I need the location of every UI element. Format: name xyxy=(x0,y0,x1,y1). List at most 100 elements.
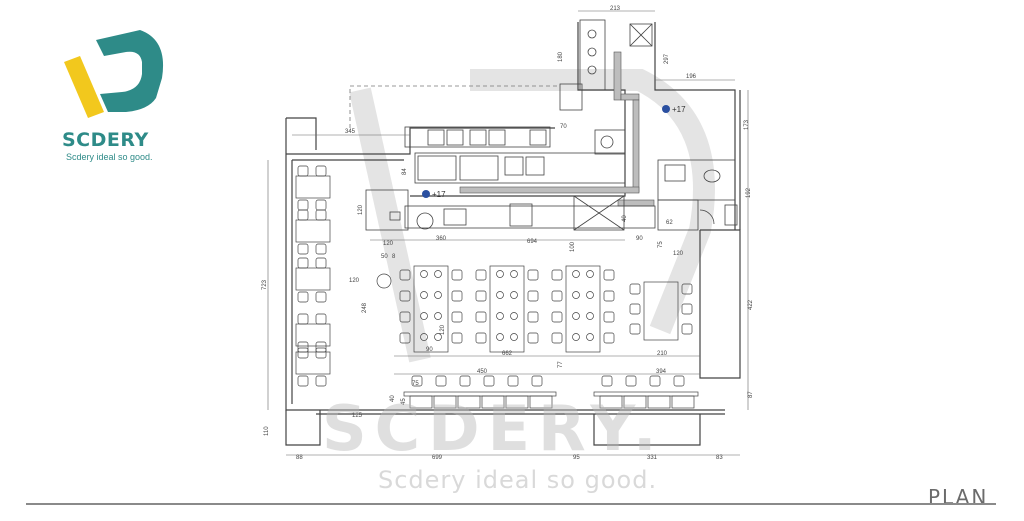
chair xyxy=(603,269,615,281)
chair xyxy=(297,199,309,211)
chair xyxy=(625,375,637,387)
table-seat xyxy=(434,333,442,341)
table-seat xyxy=(420,312,428,320)
table-seat xyxy=(510,291,518,299)
chair xyxy=(629,303,641,315)
table-seat xyxy=(496,270,504,278)
booth-table xyxy=(403,391,557,397)
baseline-rule xyxy=(26,503,996,505)
chair xyxy=(681,323,693,335)
dim-label: 450 xyxy=(477,369,488,375)
chair xyxy=(603,311,615,323)
chair xyxy=(603,290,615,302)
dim-label: 192 xyxy=(746,187,752,198)
table-seat xyxy=(510,270,518,278)
chair xyxy=(475,290,487,302)
chair xyxy=(475,332,487,344)
chair xyxy=(451,311,463,323)
brand-name: SCDERY xyxy=(62,129,149,151)
dim-label: 120 xyxy=(440,324,446,335)
table-seat xyxy=(572,333,580,341)
chair xyxy=(475,311,487,323)
dim-label: 83 xyxy=(716,455,723,461)
chair xyxy=(399,311,411,323)
chair xyxy=(527,269,539,281)
watermark-brand: SCDERY. xyxy=(322,392,665,465)
dim-label: 210 xyxy=(657,351,668,357)
dining-table xyxy=(489,265,525,353)
dim-label: 248 xyxy=(362,302,368,313)
chair xyxy=(315,375,327,387)
chair xyxy=(551,311,563,323)
dim-label: 110 xyxy=(264,426,270,436)
chair xyxy=(315,313,327,325)
chair xyxy=(297,313,309,325)
dim-label: 84 xyxy=(402,168,408,175)
chair xyxy=(315,341,327,353)
chair xyxy=(629,323,641,335)
dim-label: 125 xyxy=(352,413,363,419)
wall-outline xyxy=(285,22,741,446)
chair xyxy=(475,269,487,281)
dining-table xyxy=(643,281,679,341)
table-seat xyxy=(510,333,518,341)
dim-label: 75 xyxy=(412,381,419,387)
table-seat xyxy=(572,291,580,299)
dim-label: 662 xyxy=(502,351,513,357)
brand-tagline: Scdery ideal so good. xyxy=(66,152,153,162)
dim-label: 77 xyxy=(558,361,564,368)
dining-table xyxy=(295,323,331,347)
kitchen-hatch-wall xyxy=(459,51,655,207)
table-seat xyxy=(586,291,594,299)
brand-logo-mark xyxy=(64,30,164,118)
table-seat xyxy=(586,333,594,341)
dim-label: 180 xyxy=(558,51,564,62)
dim-label: 173 xyxy=(744,119,750,130)
logo-yellow-bar xyxy=(64,56,104,118)
chair xyxy=(315,243,327,255)
dining-table xyxy=(565,265,601,353)
chair xyxy=(531,375,543,387)
dim-label: 394 xyxy=(656,369,667,375)
pillar xyxy=(376,273,392,289)
table-seat xyxy=(420,333,428,341)
chair xyxy=(399,290,411,302)
dim-label: 331 xyxy=(647,455,658,461)
dining-table xyxy=(413,265,449,353)
chair xyxy=(601,375,613,387)
chair xyxy=(297,375,309,387)
chair xyxy=(315,347,327,359)
table-seat xyxy=(434,270,442,278)
logo-teal-d xyxy=(96,30,164,112)
chair xyxy=(399,269,411,281)
chair xyxy=(681,303,693,315)
dim-label: 723 xyxy=(262,279,268,290)
dim-label: 694 xyxy=(527,239,538,245)
dining-table xyxy=(295,219,331,243)
dim-label: 62 xyxy=(666,220,673,226)
chair xyxy=(315,209,327,221)
dim-label: 75 xyxy=(658,241,664,248)
chair xyxy=(551,269,563,281)
kitchen-counter xyxy=(404,126,656,231)
dashed-boundary xyxy=(349,85,560,128)
dim-label: 297 xyxy=(664,53,670,64)
dim-label: 345 xyxy=(345,129,356,135)
chair xyxy=(297,291,309,303)
dim-label: 87 xyxy=(748,391,754,398)
chair xyxy=(315,199,327,211)
level-value: +17 xyxy=(672,105,686,114)
chair xyxy=(459,375,471,387)
dim-label: 699 xyxy=(432,455,443,461)
dining-table xyxy=(295,351,331,375)
chair xyxy=(297,341,309,353)
chair xyxy=(297,257,309,269)
dining-table xyxy=(295,175,331,199)
chair xyxy=(527,311,539,323)
dimension-lines xyxy=(267,10,749,456)
dim-label: 120 xyxy=(358,204,364,215)
table-seat xyxy=(572,270,580,278)
chair xyxy=(527,332,539,344)
booth-table xyxy=(593,391,699,397)
